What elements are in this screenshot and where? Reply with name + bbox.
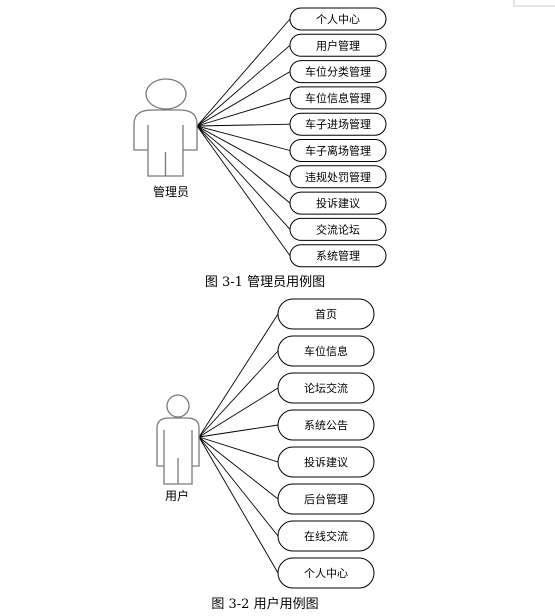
admin-use-case-diagram: 管理员 个人中心用户管理车位分类管理车位信息管理车子进场管理车子离场管理违规处罚… [133, 7, 387, 290]
admin-use-case-box [289, 165, 387, 189]
admin-use-case-box [289, 60, 387, 84]
user-use-case-box [277, 372, 375, 404]
user-use-case-box [277, 446, 375, 478]
user-connection-lines [198, 313, 279, 574]
user-use-case: 首页 [277, 298, 375, 330]
user-connection-line [198, 436, 279, 500]
admin-use-case-box [289, 244, 387, 268]
admin-use-case-label: 交流论坛 [316, 222, 360, 236]
user-actor-label: 用户 [165, 488, 189, 503]
user-diagram-caption: 图 3-2 用户用例图 [211, 596, 318, 612]
admin-connection-lines [196, 18, 291, 256]
admin-use-case: 系统管理 [289, 244, 387, 268]
admin-use-case: 车位信息管理 [289, 86, 387, 110]
user-use-case: 在线交流 [277, 520, 375, 552]
admin-connection-line [196, 125, 291, 230]
user-connection-line [198, 387, 279, 438]
admin-use-case-label: 车子进场管理 [305, 117, 371, 131]
admin-use-case-box [289, 7, 387, 31]
user-connection-line [198, 436, 279, 537]
user-use-case: 投诉建议 [277, 446, 375, 478]
admin-connection-line [196, 123, 291, 127]
user-connection-line [198, 350, 279, 438]
user-use-case-box [277, 520, 375, 552]
admin-use-case-box [289, 86, 387, 110]
user-use-case-box [277, 298, 375, 330]
user-connection-line [198, 436, 279, 574]
admin-actor-body [133, 109, 198, 177]
admin-use-case-box [289, 139, 387, 162]
admin-use-case: 投诉建议 [289, 191, 387, 215]
admin-use-case-label: 违规处罚管理 [305, 170, 371, 184]
user-use-case-box [277, 335, 375, 367]
user-use-case: 个人中心 [277, 557, 375, 589]
admin-use-case: 个人中心 [289, 7, 387, 31]
user-use-case-label: 论坛交流 [304, 381, 348, 395]
admin-use-case: 交流论坛 [289, 217, 387, 241]
user-use-case-label: 系统公告 [304, 419, 348, 432]
admin-use-case-box [289, 112, 387, 136]
user-actor-body [156, 417, 200, 485]
admin-use-case-label: 车子离场管理 [305, 144, 371, 158]
user-connection-line [198, 313, 279, 438]
admin-connection-line [196, 97, 291, 127]
admin-connection-line [196, 71, 291, 127]
user-use-case-label: 在线交流 [304, 529, 348, 543]
page-corner-mark [513, 0, 555, 7]
admin-use-case-label: 车位分类管理 [305, 65, 371, 79]
user-use-case-label: 车位信息 [304, 344, 348, 358]
user-use-case-label: 个人中心 [304, 567, 348, 580]
admin-use-case: 车子进场管理 [289, 112, 387, 136]
user-use-case-label: 首页 [315, 307, 337, 321]
admin-actor-label: 管理员 [153, 184, 189, 199]
admin-actor-figure [133, 78, 198, 177]
user-use-case-box [277, 483, 375, 515]
user-use-case: 车位信息 [277, 335, 375, 367]
admin-diagram-caption: 图 3-1 管理员用例图 [205, 275, 325, 290]
admin-connection-line [196, 44, 291, 127]
admin-use-case-label: 用户管理 [316, 38, 360, 52]
user-actor-figure [156, 394, 200, 485]
admin-connection-line [196, 18, 291, 127]
user-connection-line [198, 424, 279, 438]
admin-use-case-label: 个人中心 [316, 13, 360, 26]
user-connection-line [198, 436, 279, 463]
admin-use-case: 用户管理 [289, 33, 387, 57]
admin-use-case: 违规处罚管理 [289, 165, 387, 189]
user-actor-head [166, 394, 190, 418]
user-use-case: 后台管理 [277, 483, 375, 515]
admin-connection-line [196, 125, 291, 178]
admin-use-case: 车位分类管理 [289, 60, 387, 84]
admin-use-case-label: 系统管理 [316, 249, 360, 263]
admin-use-case-label: 车位信息管理 [305, 91, 371, 105]
admin-use-case: 车子离场管理 [289, 139, 387, 162]
user-use-case: 论坛交流 [277, 372, 375, 404]
admin-use-case-list: 个人中心用户管理车位分类管理车位信息管理车子进场管理车子离场管理违规处罚管理投诉… [289, 7, 387, 268]
user-use-case-box [277, 409, 375, 441]
user-use-case: 系统公告 [277, 409, 375, 441]
admin-use-case-box [289, 33, 387, 57]
admin-connection-line [196, 125, 291, 151]
admin-actor-head [145, 78, 187, 110]
user-use-case-label: 后台管理 [304, 492, 348, 506]
admin-connection-line [196, 125, 291, 256]
admin-use-case-box [289, 217, 387, 241]
admin-use-case-label: 投诉建议 [316, 196, 360, 210]
admin-use-case-box [289, 191, 387, 215]
user-use-case-box [277, 557, 375, 589]
admin-connection-line [196, 125, 291, 204]
user-use-case-label: 投诉建议 [304, 455, 348, 469]
